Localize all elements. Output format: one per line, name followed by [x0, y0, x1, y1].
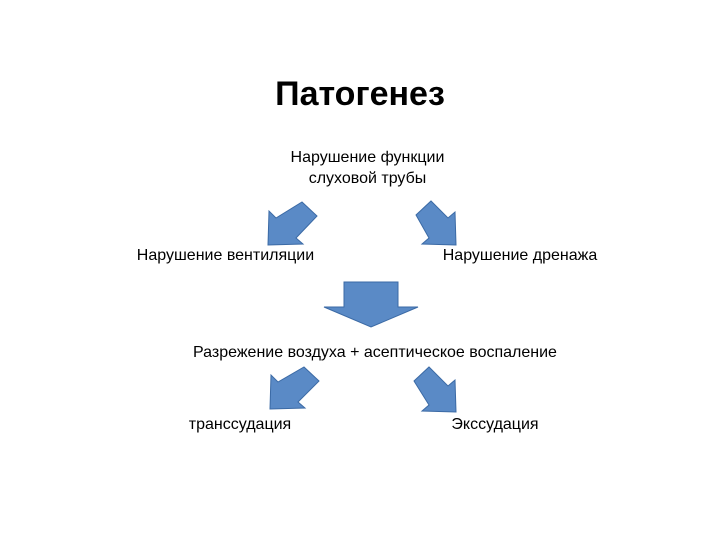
arrow-rarefaction-to-transudation	[269, 366, 320, 410]
node-transudation: транссудация	[188, 416, 292, 433]
node-root-line-1: Нарушение функции	[290, 149, 445, 166]
node-ventilation-impairment: Нарушение вентиляции	[136, 247, 315, 264]
node-eustachian-dysfunction: Нарушение функции слуховой трубы	[250, 147, 485, 189]
node-drainage-impairment: Нарушение дренажа	[442, 247, 598, 264]
arrow-converge-to-rarefaction	[323, 281, 419, 328]
arrow-root-to-drainage	[415, 200, 457, 246]
node-exudation: Экссудация	[451, 416, 539, 433]
slide-title: Патогенез	[275, 75, 445, 113]
node-air-rarefaction-inflammation: Разрежение воздуха + асептическое воспал…	[193, 344, 557, 361]
node-root-line-2: слуховой трубы	[308, 170, 427, 187]
arrow-rarefaction-to-exudation	[413, 366, 457, 413]
arrow-root-to-ventilation	[267, 201, 318, 246]
